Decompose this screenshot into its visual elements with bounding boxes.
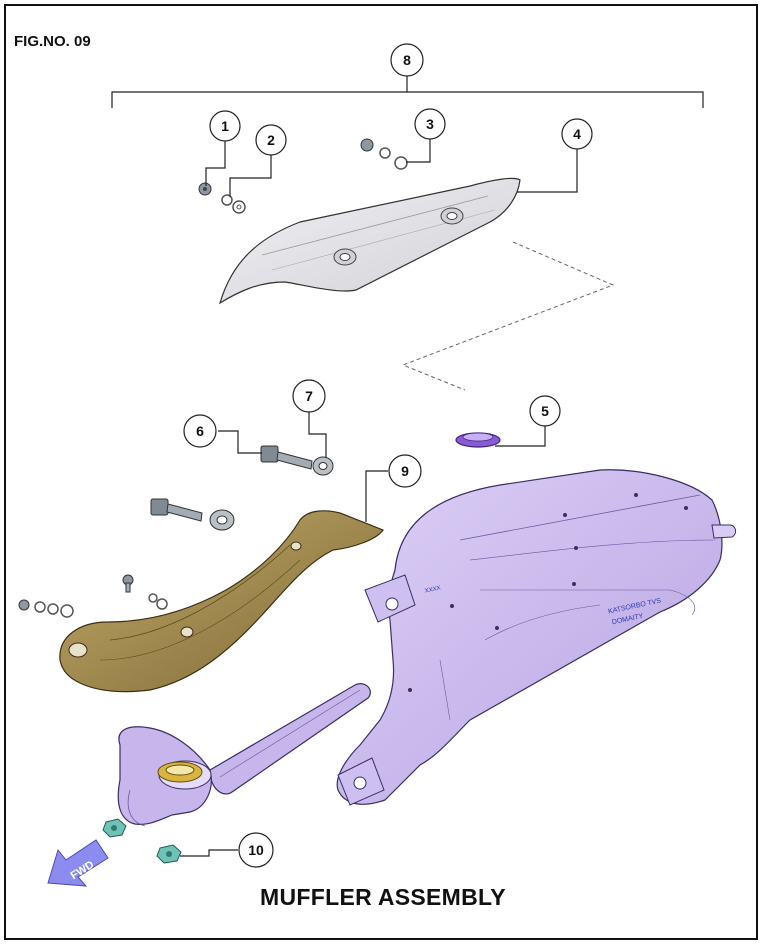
hardware-nut-washer-3 xyxy=(360,138,408,170)
callout-6: 6 xyxy=(183,414,217,448)
callout-5: 5 xyxy=(529,395,561,427)
leader-9 xyxy=(365,470,388,522)
svg-text:2: 2 xyxy=(267,132,275,148)
leader-3 xyxy=(406,139,431,163)
callout-7: 7 xyxy=(292,379,326,413)
svg-text:4: 4 xyxy=(573,126,581,142)
svg-text:5: 5 xyxy=(541,403,549,419)
nut-10-b xyxy=(156,844,182,864)
washer-7 xyxy=(312,456,334,476)
leader-6 xyxy=(218,430,262,454)
callout-3: 3 xyxy=(414,108,446,140)
leader-7 xyxy=(308,412,327,458)
callout-2: 2 xyxy=(255,124,287,156)
muffler-body xyxy=(336,469,737,806)
callout-10: 10 xyxy=(238,832,274,868)
figure-number: FIG.NO. 09 xyxy=(14,33,91,50)
svg-text:8: 8 xyxy=(403,52,411,68)
leader-2 xyxy=(229,155,272,197)
leader-4 xyxy=(517,149,578,193)
flange-gasket xyxy=(157,761,203,783)
gasket-ring xyxy=(455,432,501,448)
leader-5 xyxy=(495,426,546,447)
muffler-badge: XXXX xyxy=(424,585,441,594)
nut-10-a xyxy=(102,818,127,838)
hardware-washer-2 xyxy=(221,194,246,214)
heat-shield xyxy=(218,177,521,305)
callout-8: 8 xyxy=(390,43,424,77)
svg-text:6: 6 xyxy=(196,423,204,439)
svg-text:7: 7 xyxy=(305,388,313,404)
leader-1 xyxy=(205,140,226,186)
bracket-bolt xyxy=(150,498,235,531)
bolt-6 xyxy=(260,445,313,470)
bracket-hardware-left xyxy=(18,599,74,618)
leader-10 xyxy=(180,849,238,857)
figure-frame xyxy=(4,4,758,940)
muffler-bracket xyxy=(59,510,384,693)
exhaust-header-pipe xyxy=(117,683,371,827)
svg-text:3: 3 xyxy=(426,116,434,132)
svg-text:10: 10 xyxy=(248,842,264,858)
hardware-nut-1 xyxy=(198,182,212,196)
callout-1: 1 xyxy=(209,110,241,142)
svg-text:9: 9 xyxy=(401,463,409,479)
alignment-dashed-line xyxy=(401,241,615,391)
bracket-hardware-mid xyxy=(122,574,168,610)
forward-direction-arrow-icon xyxy=(47,839,109,887)
svg-text:1: 1 xyxy=(221,118,229,134)
callout-9: 9 xyxy=(388,454,422,488)
assembly-bracket-line xyxy=(111,91,704,108)
diagram-title: MUFFLER ASSEMBLY xyxy=(260,884,506,910)
callout-4: 4 xyxy=(561,118,593,150)
